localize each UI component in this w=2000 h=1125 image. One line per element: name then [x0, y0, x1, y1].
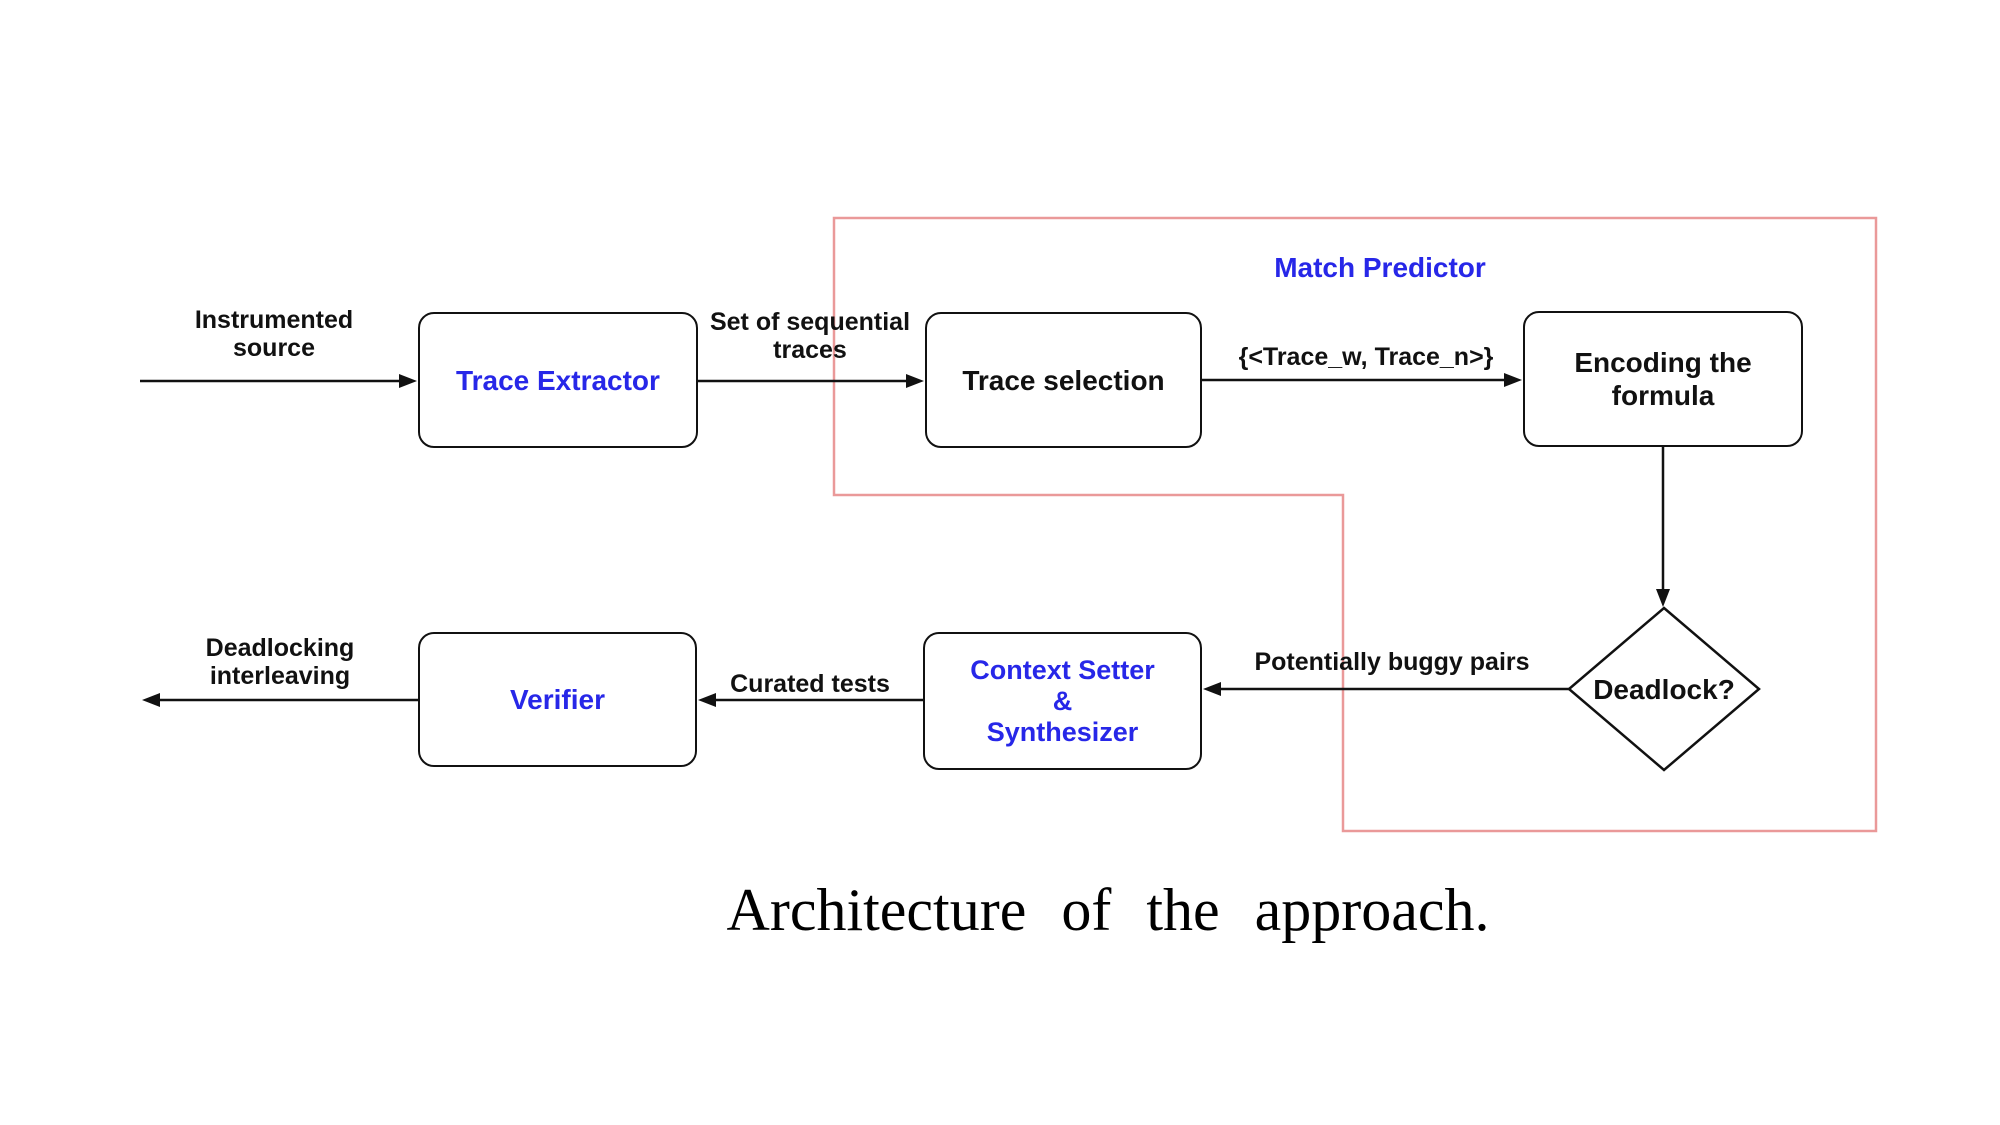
trace-extractor-label: Trace Extractor	[456, 364, 660, 396]
figure-caption: Architecture of the approach.	[726, 877, 1490, 943]
instrumented-source-label: Instrumented source	[194, 306, 354, 362]
curated-tests-label: Curated tests	[730, 670, 890, 698]
deadlock-diamond	[1567, 606, 1761, 772]
arrowhead-left-icon	[1203, 682, 1221, 696]
trace-selection-label: Trace selection	[962, 364, 1165, 396]
deadlock-label: Deadlock?	[1593, 674, 1735, 705]
arrowhead-right-icon	[1504, 373, 1522, 387]
context-setter-label-line2: &	[1052, 685, 1073, 716]
trace-pair-label: {<Trace_w, Trace_n>}	[1238, 343, 1494, 371]
context-setter-synthesizer-node: Context Setter & Synthesizer	[923, 632, 1202, 770]
context-setter-label-line1: Context Setter	[970, 654, 1155, 685]
encoding-formula-label-line1: Encoding the	[1574, 347, 1752, 378]
trace-extractor-node: Trace Extractor	[418, 312, 698, 448]
arrowhead-right-icon	[906, 374, 924, 388]
encoding-formula-label-line2: formula	[1611, 380, 1715, 411]
potentially-buggy-pairs-label: Potentially buggy pairs	[1254, 648, 1530, 676]
deadlocking-interleaving-label: Deadlocking interleaving	[205, 634, 355, 690]
trace-selection-node: Trace selection	[925, 312, 1202, 448]
arrowhead-down-icon	[1656, 589, 1670, 607]
arrowhead-right-icon	[399, 374, 417, 388]
verifier-label: Verifier	[510, 684, 605, 715]
sequential-traces-label: Set of sequential traces	[709, 308, 911, 364]
arrowhead-left-icon	[142, 693, 160, 707]
arrowhead-left-icon	[698, 693, 716, 707]
encoding-formula-node: Encoding the formula	[1523, 311, 1803, 447]
context-setter-label-line3: Synthesizer	[986, 716, 1139, 747]
match-predictor-title: Match Predictor	[1274, 252, 1486, 283]
verifier-node: Verifier	[418, 632, 697, 767]
match-predictor-region-outline	[832, 216, 1878, 833]
